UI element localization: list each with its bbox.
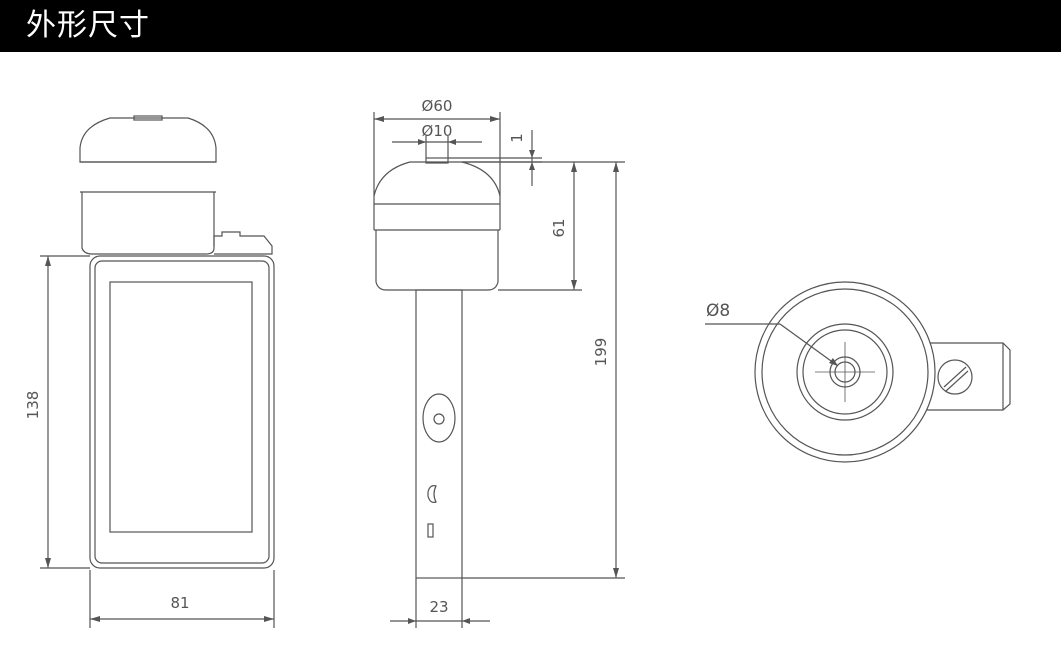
top-middle-circle xyxy=(796,323,894,421)
front-sensor-cap xyxy=(79,117,217,163)
front-screen xyxy=(109,281,253,533)
top-view: Ø8 xyxy=(705,281,1011,463)
front-clip xyxy=(213,231,273,255)
side-sensor-cap xyxy=(373,161,501,204)
side-width-label: 23 xyxy=(429,598,448,616)
top-diameter-label: Ø8 xyxy=(706,301,730,321)
front-sensor-top-nub xyxy=(133,115,163,121)
side-offset-label: 1 xyxy=(508,133,526,143)
top-clip-arm xyxy=(924,342,1011,411)
side-inner-diameter-label: Ø10 xyxy=(422,122,453,140)
page-title: 外形尺寸 xyxy=(26,8,150,43)
side-card-slot xyxy=(427,485,437,503)
side-button xyxy=(422,393,456,443)
side-view: Ø60 Ø10 1 61 199 23 xyxy=(373,97,625,628)
front-device-bezel xyxy=(94,260,270,564)
side-usb-port xyxy=(427,523,434,538)
side-handle xyxy=(415,289,463,579)
title-bar: 外形尺寸 xyxy=(0,0,1061,52)
dimension-drawing: 81 138 Ø60 Ø10 xyxy=(24,97,1011,628)
front-width-label: 81 xyxy=(170,594,189,612)
front-sensor-body xyxy=(81,192,215,255)
side-sensor-tip xyxy=(425,157,449,164)
side-total-height-label: 199 xyxy=(592,338,610,367)
side-outer-diameter-label: Ø60 xyxy=(422,97,453,115)
side-sensor-body xyxy=(375,230,499,291)
front-view: 81 138 xyxy=(24,115,275,628)
side-head-height-label: 61 xyxy=(550,218,568,237)
top-screw xyxy=(937,359,973,395)
front-height-label: 138 xyxy=(24,391,42,420)
front-device-body xyxy=(89,255,275,569)
